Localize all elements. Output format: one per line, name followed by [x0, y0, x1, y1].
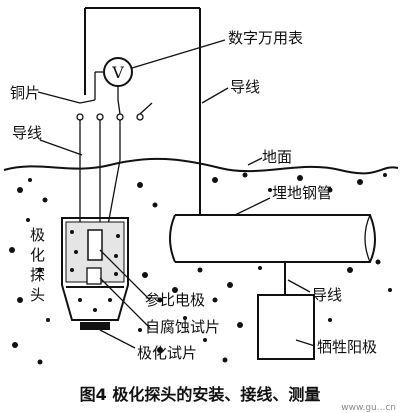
multimeter-label: 数字万用表	[228, 29, 303, 47]
terminal-3	[116, 113, 124, 121]
anode-leader	[295, 339, 316, 347]
copper-strip	[79, 99, 96, 104]
watermark: www.gu...cn	[341, 403, 396, 413]
polarization-coupon-leader	[99, 329, 136, 349]
terminal-2	[96, 113, 104, 121]
reference-label: 参比电极	[145, 291, 205, 309]
wire-left-label: 导线	[12, 124, 42, 142]
reference-electrode	[87, 229, 103, 261]
anode-wire-label: 导线	[312, 286, 342, 304]
pipe-label: 埋地钢管	[272, 184, 332, 202]
figure-caption: 图4 极化探头的安装、接线、测量	[80, 385, 321, 404]
anode-label: 牺牲阳极	[317, 338, 377, 356]
reference-leader	[99, 249, 151, 301]
pipe-end-left	[169, 214, 176, 263]
polarization-coupon	[80, 322, 110, 330]
switch-arm	[117, 99, 121, 115]
copper-strip-label: 铜片	[10, 84, 40, 102]
ground-leader	[247, 157, 263, 166]
probe-label-2: 化	[30, 246, 45, 264]
terminal-4	[136, 113, 144, 121]
ground-line	[3, 157, 399, 175]
multimeter-leader	[131, 39, 226, 69]
probe-label-4: 头	[30, 286, 45, 304]
polarization-probe	[61, 217, 129, 330]
terminal-1	[76, 113, 84, 121]
polarization-coupon-label: 极化试片	[137, 344, 197, 362]
multimeter-symbol: V	[111, 63, 124, 82]
wire-upper-label: 导线	[230, 78, 260, 96]
switch-arm-2	[139, 102, 153, 115]
probe-label-1: 极	[30, 226, 45, 244]
probe-label-3: 探	[30, 266, 45, 284]
ground-label: 地面	[262, 148, 292, 166]
buried-pipe	[175, 214, 376, 263]
wire-left-leader	[39, 139, 83, 156]
probe-lead-3b	[107, 159, 121, 226]
self-corrosion-label: 自腐蚀试片	[145, 318, 220, 336]
anode-wire-leader	[287, 279, 311, 293]
copper-strip-leader	[37, 91, 81, 104]
soil-texture	[9, 172, 392, 365]
sacrificial-anode	[257, 294, 315, 360]
self-corrosion-leader	[99, 277, 151, 329]
pipe-leader	[234, 197, 271, 216]
pipe-end-right	[364, 214, 371, 263]
wire-upper-leader	[201, 87, 229, 104]
